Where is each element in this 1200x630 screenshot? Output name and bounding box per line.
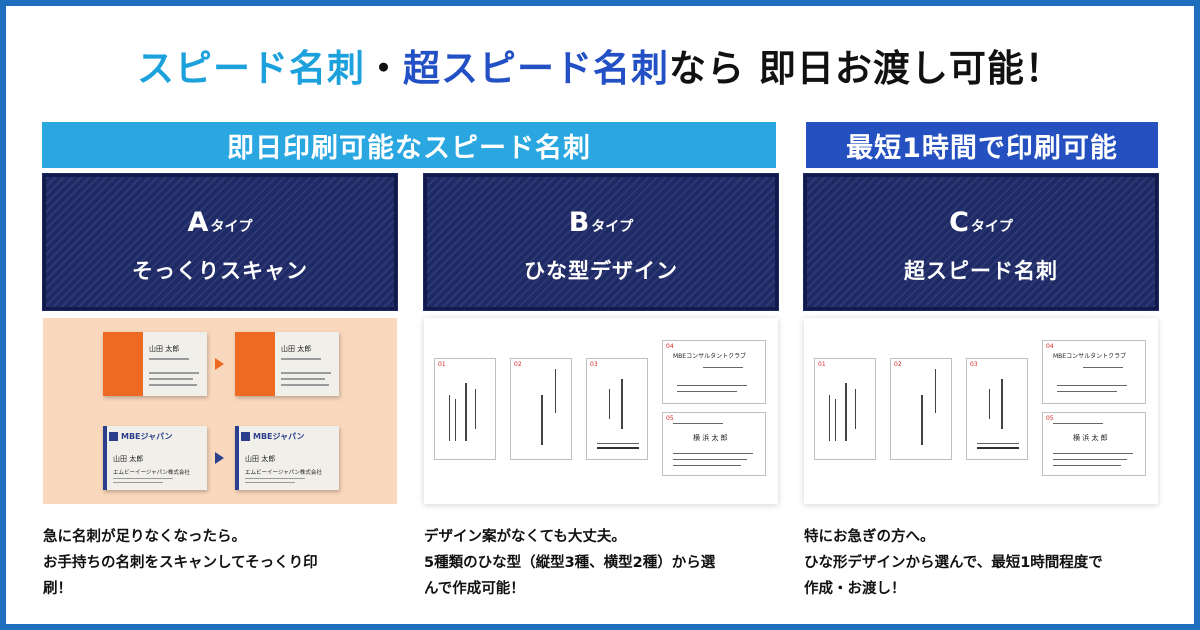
template-sample-image: 01 02 03 04 MBEコンサルタントクラブ 05 横 浜 太 郎 (424, 318, 778, 504)
template-04: 04 MBEコンサルタントクラブ (1042, 340, 1146, 404)
headline: スピード名刺・超スピード名刺なら 即日お渡し可能！ (0, 38, 1200, 92)
mbe-card-copy: MBEジャパン 山田 太郎 エムビーイージャパン株式会社 (235, 426, 339, 490)
type-a-name: そっくりスキャン (132, 259, 308, 283)
arrow-right-icon (215, 452, 224, 464)
type-b-name: ひな型デザイン (524, 259, 678, 283)
template-05: 05 横 浜 太 郎 (662, 412, 766, 476)
headline-speed: スピード名刺 (137, 47, 366, 90)
headline-dot: ・ (365, 47, 404, 90)
template-05: 05 横 浜 太 郎 (1042, 412, 1146, 476)
band-same-day: 即日印刷可能なスピード名刺 (42, 122, 776, 168)
headline-rest: なら 即日お渡し可能！ (669, 47, 1063, 90)
template-03: 03 (586, 358, 648, 460)
type-b-description: デザイン案がなくても大丈夫。 5種類のひな型（縦型3種、横型2種）から選 んで作… (424, 529, 716, 597)
template-03: 03 (966, 358, 1028, 460)
headline-super-speed: 超スピード名刺 (403, 47, 670, 90)
mbe-card-original: MBEジャパン 山田 太郎 エムビーイージャパン株式会社 (103, 426, 207, 490)
orange-card-original: 山田 太郎 (103, 332, 207, 396)
scan-sample-image: 山田 太郎 山田 太郎 MBEジャパン 山田 太郎 エムビーイージャパン株式会社… (43, 318, 397, 504)
orange-card-copy: 山田 太郎 (235, 332, 339, 396)
band-one-hour: 最短1時間で印刷可能 (806, 122, 1158, 168)
template-01: 01 (434, 358, 496, 460)
arrow-right-icon (215, 358, 224, 370)
type-c-name: 超スピード名刺 (904, 259, 1058, 283)
super-speed-sample-image: 01 02 03 04 MBEコンサルタントクラブ 05 横 浜 太 郎 (804, 318, 1158, 504)
type-a-description: 急に名刺が足りなくなったら。 お手持ちの名刺をスキャンしてそっくり印 刷！ (43, 529, 318, 597)
template-04: 04 MBEコンサルタントクラブ (662, 340, 766, 404)
template-02: 02 (510, 358, 572, 460)
template-02: 02 (890, 358, 952, 460)
template-01: 01 (814, 358, 876, 460)
type-c-description: 特にお急ぎの方へ。 ひな形デザインから選んで、最短1時間程度で 作成・お渡し！ (804, 529, 1103, 597)
